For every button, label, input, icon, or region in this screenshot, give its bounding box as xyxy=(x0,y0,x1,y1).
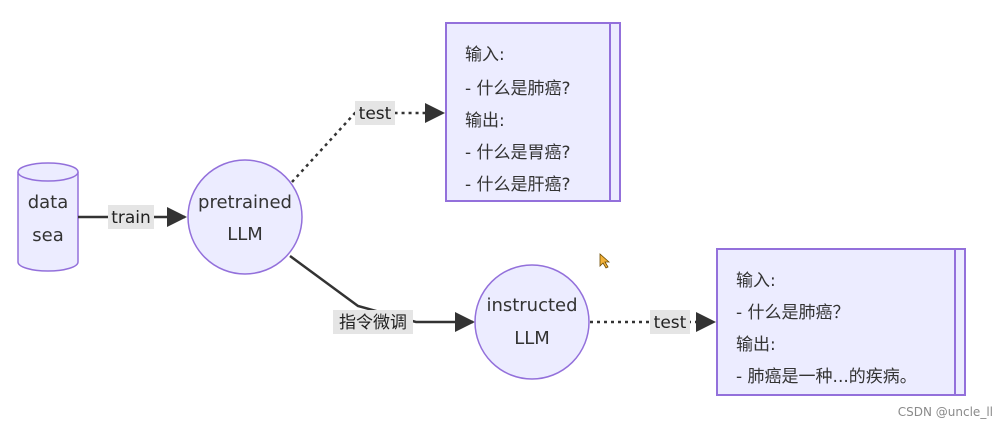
edge-train-label: train xyxy=(111,208,151,228)
note-top-divider xyxy=(609,24,611,200)
data-sea-label-line2: sea xyxy=(32,225,63,246)
pretrained-llm-label-line2: LLM xyxy=(227,224,263,245)
pretrained-llm-label-line1: pretrained xyxy=(198,192,292,213)
edge-test-bottom: test xyxy=(590,310,716,334)
edge-instruct-tune: 指令微调 xyxy=(289,254,475,334)
note-bottom-line: 输出: xyxy=(736,335,776,355)
pretrained-llm-node: pretrained LLM xyxy=(187,159,303,275)
note-top-line: 输出: xyxy=(465,111,505,131)
mouse-cursor-icon xyxy=(599,253,611,269)
note-bottom-line: 输入: xyxy=(736,271,776,291)
note-top-line: - 什么是肺癌? xyxy=(465,79,571,99)
edge-instruct-tune-label: 指令微调 xyxy=(339,313,407,333)
edge-train: train xyxy=(78,205,187,229)
note-top-line: 输入: xyxy=(465,45,505,65)
note-top-line: - 什么是胃癌? xyxy=(465,143,571,163)
note-bottom: 输入: - 什么是肺癌？ 输出: - 肺癌是一种...的疾病。 xyxy=(716,248,966,396)
data-sea-label-line1: data xyxy=(28,192,69,213)
note-bottom-divider xyxy=(954,250,956,394)
instructed-llm-label-line2: LLM xyxy=(514,328,550,349)
data-sea-node: data sea xyxy=(17,162,79,272)
note-top: 输入: - 什么是肺癌? 输出: - 什么是胃癌? - 什么是肝癌? xyxy=(445,22,621,202)
watermark: CSDN @uncle_ll xyxy=(897,405,993,419)
instructed-llm-node: instructed LLM xyxy=(474,264,590,380)
note-bottom-line: - 什么是肺癌？ xyxy=(736,303,850,323)
edge-test-bottom-label: test xyxy=(654,313,687,333)
note-top-line: - 什么是肝癌? xyxy=(465,175,571,195)
note-bottom-line: - 肺癌是一种...的疾病。 xyxy=(736,367,917,387)
edge-test-top-label: test xyxy=(359,104,392,124)
instructed-llm-label-line1: instructed xyxy=(486,295,577,316)
edge-test-top: test xyxy=(291,101,445,183)
